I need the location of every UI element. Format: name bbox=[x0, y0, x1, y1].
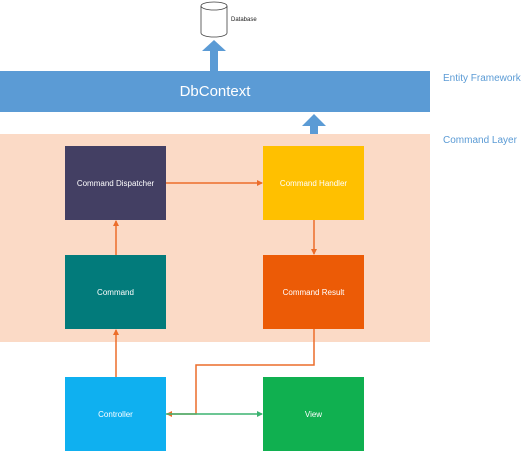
command-handler-label: Command Handler bbox=[279, 178, 348, 188]
command-dispatcher-label: Command Dispatcher bbox=[76, 178, 155, 188]
command-result-box: Command Result bbox=[263, 255, 364, 329]
command-layer-label: Command Layer bbox=[443, 135, 517, 146]
entity-framework-label: Entity Framework bbox=[443, 73, 521, 84]
view-box: View bbox=[263, 377, 364, 451]
database-label: Database bbox=[231, 17, 257, 23]
command-label: Command bbox=[97, 287, 134, 297]
dbcontext-band: DbContext bbox=[0, 71, 430, 112]
command-box: Command bbox=[65, 255, 166, 329]
view-label: View bbox=[304, 409, 323, 419]
command-handler-box: Command Handler bbox=[263, 146, 364, 220]
database-icon bbox=[200, 1, 228, 38]
result-to-controller-arrow bbox=[166, 329, 315, 417]
controller-box: Controller bbox=[65, 377, 166, 451]
command-result-label: Command Result bbox=[282, 287, 345, 297]
command-dispatcher-box: Command Dispatcher bbox=[65, 146, 166, 220]
handler-to-dbcontext-arrow bbox=[302, 114, 326, 134]
dbcontext-to-database-arrow bbox=[202, 40, 226, 71]
controller-label: Controller bbox=[98, 409, 133, 419]
dbcontext-title: DbContext bbox=[179, 83, 251, 100]
